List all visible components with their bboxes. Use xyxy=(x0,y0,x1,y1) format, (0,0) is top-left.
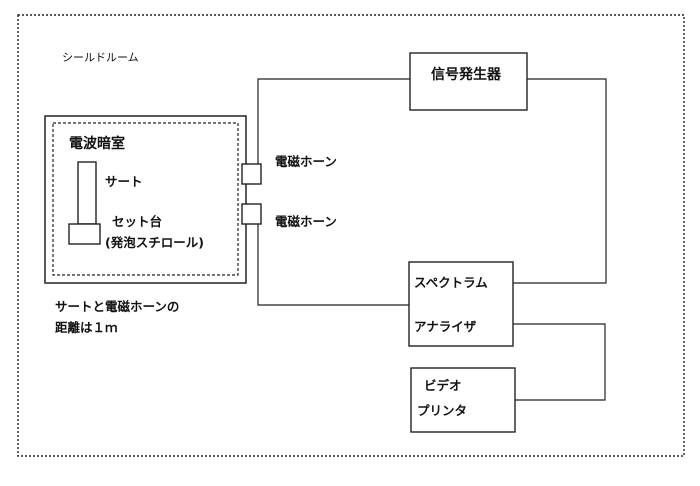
video-printer-box xyxy=(410,367,516,433)
spectrum-analyzer-label-line1: スペクトラム xyxy=(414,275,488,290)
spectrum-analyzer-label-line2: アナライザ xyxy=(414,319,477,334)
cable-signal-generator-to-analyzer xyxy=(513,78,607,284)
anechoic-chamber-inner xyxy=(52,122,239,276)
cable-analyzer-to-video-printer xyxy=(513,323,606,401)
horn-1-label: 電磁ホーン xyxy=(275,154,337,169)
stand-sub-label: (発泡スチロール) xyxy=(105,235,204,250)
shield-room-label: シールドルーム xyxy=(62,51,139,64)
horn-2-box xyxy=(241,203,262,225)
dut-box xyxy=(77,161,97,225)
spectrum-analyzer-box xyxy=(408,261,514,347)
stand-label: セット台 xyxy=(112,214,163,229)
horn-1-box xyxy=(241,163,262,185)
horn-2-label: 電磁ホーン xyxy=(275,214,337,229)
cable-horn1-to-signal-generator xyxy=(257,78,410,164)
video-printer-label-line2: プリンタ xyxy=(417,403,468,418)
anechoic-chamber-outer xyxy=(44,115,247,284)
anechoic-chamber-label: 電波暗室 xyxy=(69,136,125,152)
dut-label: サート xyxy=(105,174,143,189)
distance-note-line2: 距離は１ｍ xyxy=(55,320,118,335)
stand-box xyxy=(68,223,101,245)
shield-room-boundary xyxy=(17,14,685,457)
signal-generator-box xyxy=(409,52,528,111)
distance-note-line1: サートと電磁ホーンの xyxy=(55,299,180,314)
video-printer-label-line1: ビデオ xyxy=(424,378,462,393)
signal-generator-label: 信号発生器 xyxy=(431,67,501,83)
cable-horn2-to-analyzer xyxy=(257,224,409,306)
